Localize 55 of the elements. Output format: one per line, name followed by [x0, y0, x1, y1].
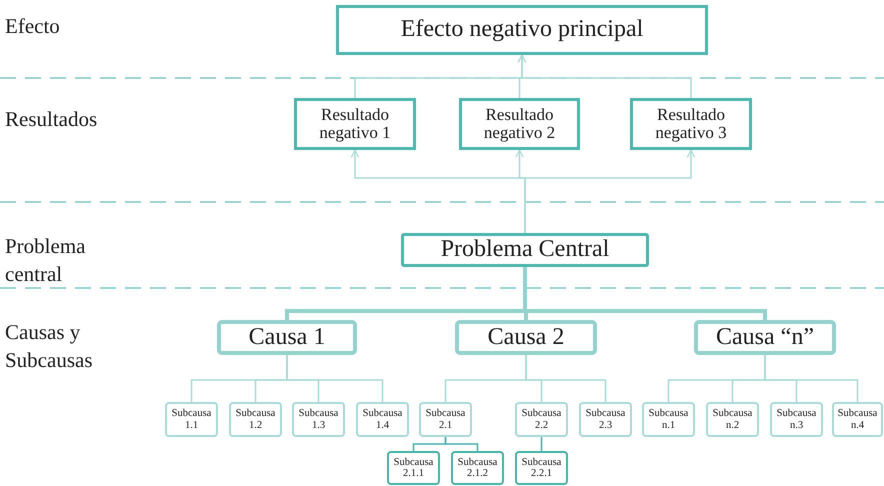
box-label: Subcausa 1.4 [362, 408, 404, 431]
subcause-box [579, 402, 632, 437]
connector-line [525, 355, 606, 402]
box-label: Problema Central [440, 237, 610, 263]
connector-line [444, 437, 478, 451]
box-label: Efecto negativo principal [400, 17, 644, 43]
arrow [524, 149, 696, 233]
connector-line [764, 355, 858, 402]
problem-box [401, 233, 649, 267]
cause-box [455, 320, 597, 355]
connector-line [540, 437, 542, 451]
result-box [630, 98, 752, 150]
box-label: Subcausa 2.3 [584, 408, 626, 431]
result-box [294, 98, 416, 150]
subcause-box [292, 402, 345, 437]
box-label: Causa “n” [716, 324, 814, 350]
box-label: Subcausa 2.2.1 [520, 456, 562, 480]
subcause-box [165, 402, 218, 437]
result-box [459, 98, 580, 150]
row-label: Efecto [5, 13, 61, 40]
box-label: Subcausa n.1 [648, 408, 690, 431]
subcause-box [515, 451, 568, 485]
box-label: Subcausa 2.2 [520, 408, 562, 431]
subcause-box [832, 402, 883, 437]
subcause-box [770, 402, 823, 437]
connector-line [286, 355, 384, 402]
row-label: Resultados [5, 106, 98, 133]
box-label: Subcausa n.2 [712, 408, 754, 431]
box-label: Resultado negativo 1 [318, 106, 392, 142]
subcause-box [419, 402, 472, 437]
row-label: Problema central [5, 233, 86, 288]
subcause-box [387, 451, 440, 485]
subcause-box [451, 451, 504, 485]
box-label: Causa 2 [488, 324, 564, 350]
box-label: Subcausa 2.1 [424, 408, 466, 431]
subcause-box [356, 402, 409, 437]
cause-box [694, 320, 836, 355]
subcause-box [706, 402, 759, 437]
box-label: Subcausa 1.3 [298, 408, 340, 431]
box-label: Causa 1 [248, 324, 326, 350]
arrow [518, 54, 692, 98]
box-label: Resultado negativo 3 [654, 106, 728, 142]
box-label: Subcausa 2.1.1 [392, 456, 434, 480]
box-label: Subcausa 1.2 [234, 408, 276, 431]
box-label: Subcausa n.3 [776, 408, 818, 431]
box-label: Subcausa n.4 [836, 408, 878, 431]
box-label: Subcausa 1.1 [170, 408, 212, 431]
box-label: Resultado negativo 2 [482, 106, 556, 142]
subcause-box [642, 402, 695, 437]
effect-box [336, 5, 708, 55]
subcause-box [515, 402, 568, 437]
subcause-box [229, 402, 282, 437]
row-label: Causas y Subcausas [5, 319, 94, 374]
cause-box [217, 320, 357, 355]
box-label: Subcausa 2.1.2 [456, 456, 498, 480]
